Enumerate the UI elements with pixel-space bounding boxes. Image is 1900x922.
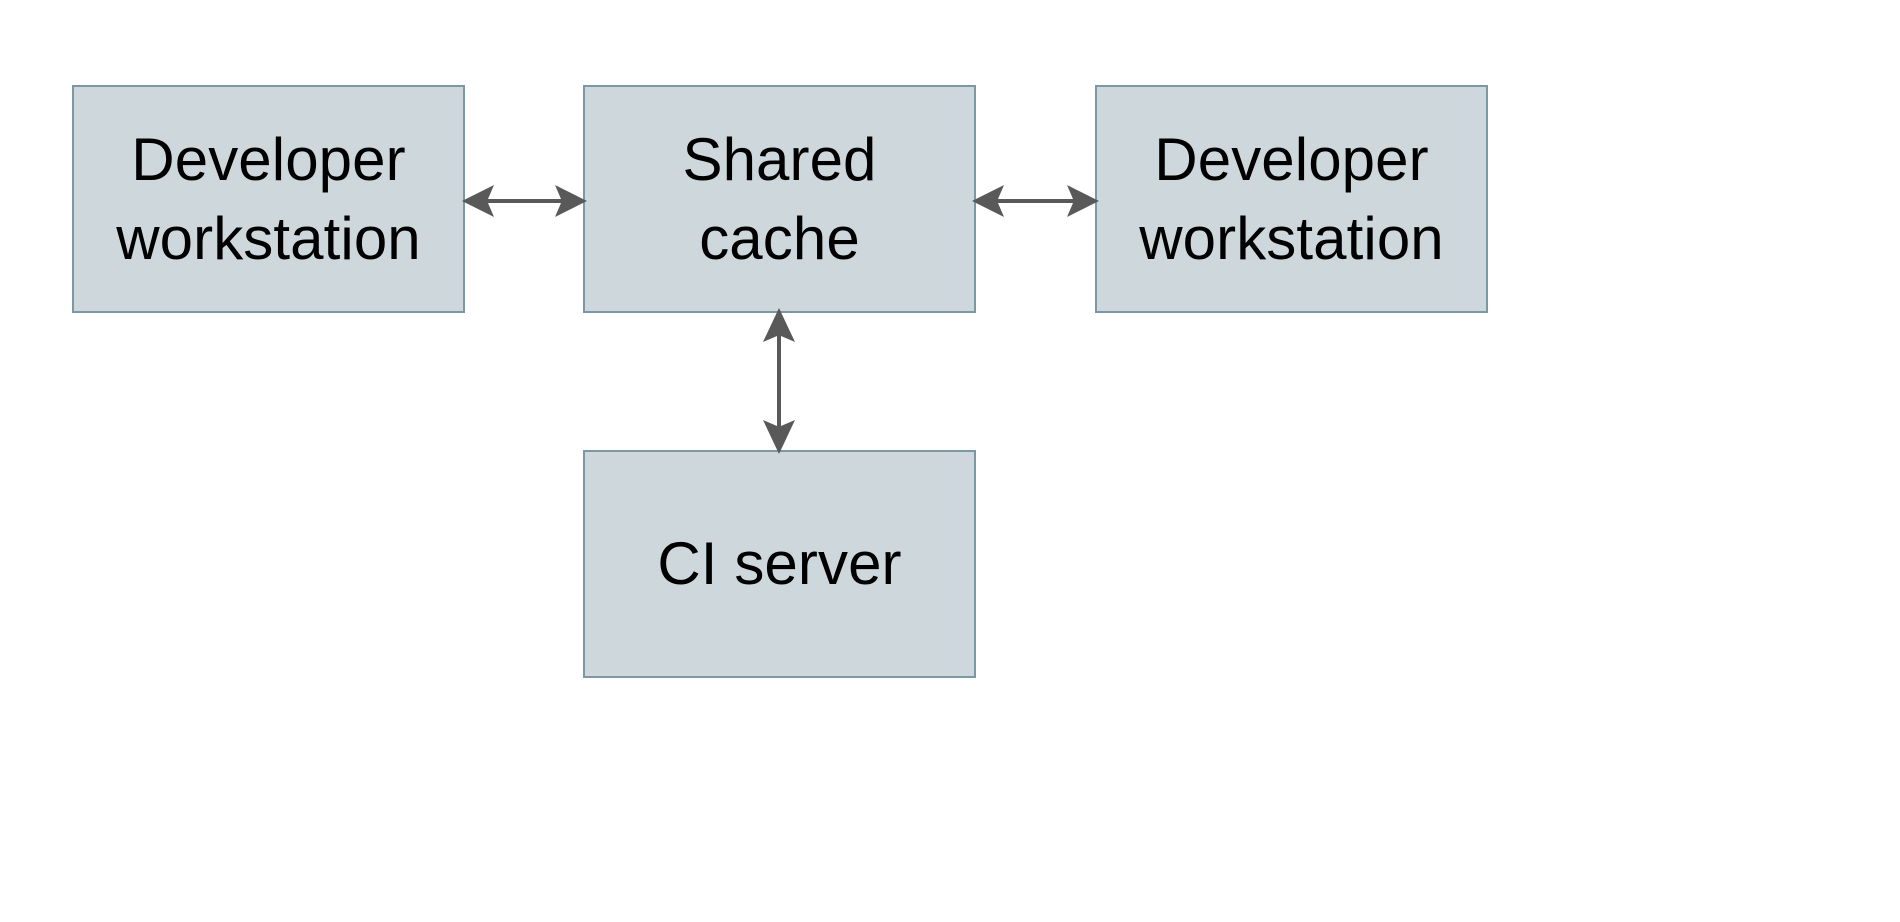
double-arrow-icon xyxy=(462,185,587,217)
node-developer-workstation-left[interactable]: Developer workstation xyxy=(72,85,465,313)
connector-shared-cache-to-developer-workstation-right xyxy=(972,185,1099,217)
node-label: Developer workstation xyxy=(116,125,421,272)
node-shared-cache[interactable]: Shared cache xyxy=(583,85,976,313)
node-label: CI server xyxy=(657,530,902,598)
double-arrow-icon xyxy=(972,185,1099,217)
node-label: Developer workstation xyxy=(1139,125,1444,272)
node-developer-workstation-right[interactable]: Developer workstation xyxy=(1095,85,1488,313)
double-arrow-icon xyxy=(763,308,795,454)
node-label: Shared cache xyxy=(682,125,877,272)
connector-shared-cache-to-ci-server xyxy=(763,308,795,454)
connector-developer-workstation-left-to-shared-cache xyxy=(462,185,587,217)
node-ci-server[interactable]: CI server xyxy=(583,450,976,678)
